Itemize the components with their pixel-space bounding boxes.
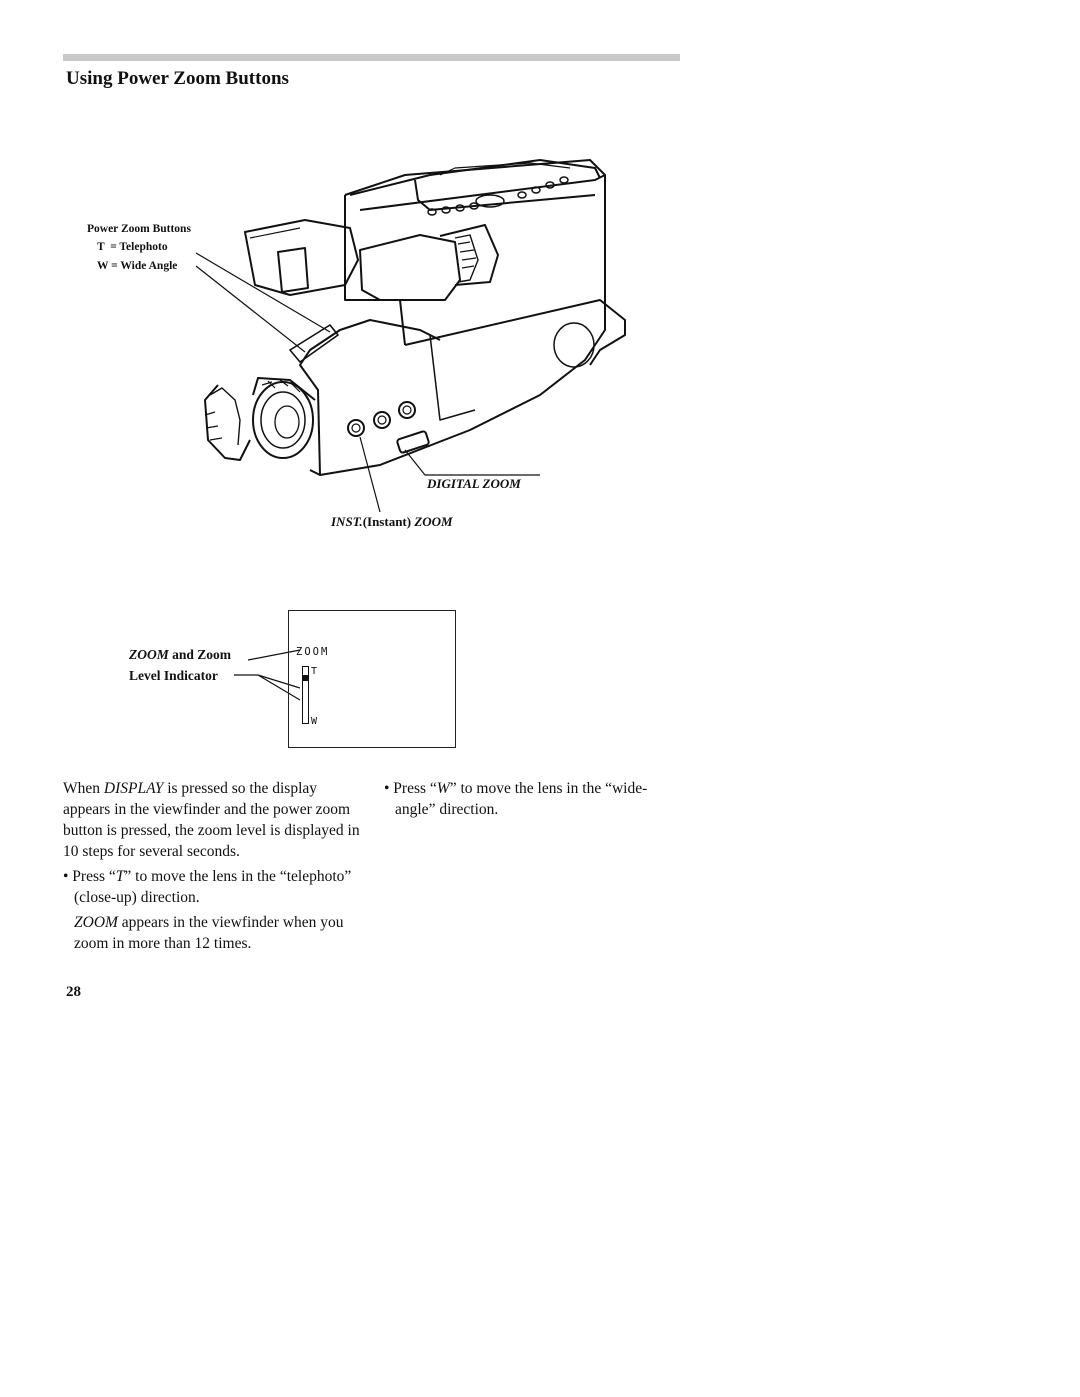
header-rule bbox=[63, 54, 680, 61]
inst-zoom-middle: (Instant) bbox=[362, 514, 412, 529]
left-column: When DISPLAY is pressed so the display a… bbox=[63, 778, 363, 954]
zoom-note-term: ZOOM bbox=[74, 914, 118, 931]
wide-angle-label: W = Wide Angle bbox=[97, 260, 178, 272]
display-term: DISPLAY bbox=[103, 780, 164, 797]
bullet-w-key: W bbox=[436, 780, 450, 797]
viewfinder-zoom-text: ZOOM bbox=[296, 646, 330, 658]
bullet-w-c: ” to move the lens in the “wide-angle” d… bbox=[395, 780, 648, 818]
intro-text-c: is pressed so the display appears in the… bbox=[63, 780, 360, 860]
zoom-note-text: appears in the viewfinder when you zoom … bbox=[74, 914, 344, 952]
bullet-t-a: • Press “ bbox=[63, 868, 116, 885]
telephoto-mark: T bbox=[311, 666, 318, 677]
zoom-level-indicator-label: ZOOM and Zoom Level Indicator bbox=[129, 644, 231, 686]
zoom-label-suffix: and Zoom bbox=[168, 647, 232, 662]
power-zoom-label: Power Zoom Buttons bbox=[87, 223, 191, 235]
inst-zoom-prefix: INST. bbox=[331, 514, 363, 529]
inst-zoom-suffix: ZOOM bbox=[414, 514, 453, 529]
wide-mark: W bbox=[311, 716, 318, 727]
indicator-leader-lines bbox=[234, 649, 301, 701]
page-number: 28 bbox=[66, 984, 81, 1000]
page-title: Using Power Zoom Buttons bbox=[66, 68, 289, 89]
instant-zoom-callout: INST.(Instant) ZOOM bbox=[331, 514, 453, 530]
zoom-note: ZOOM appears in the viewfinder when you … bbox=[63, 912, 363, 954]
telephoto-label: T = Telephoto bbox=[97, 241, 168, 253]
intro-paragraph: When DISPLAY is pressed so the display a… bbox=[63, 778, 363, 862]
viewfinder-screen bbox=[288, 610, 456, 748]
wide-angle-bullet: • Press “W” to move the lens in the “wid… bbox=[384, 778, 654, 820]
digital-zoom-callout: DIGITAL ZOOM bbox=[427, 476, 521, 491]
leader-line-telephoto bbox=[195, 252, 331, 333]
camcorder-illustration bbox=[195, 159, 626, 513]
bullet-w-a: • Press “ bbox=[384, 780, 437, 797]
telephoto-bullet: • Press “T” to move the lens in the “tel… bbox=[63, 866, 363, 908]
bullet-t-key: T bbox=[115, 868, 125, 885]
intro-text-a: When bbox=[63, 780, 104, 797]
bullet-t-c: ” to move the lens in the “telephoto” (c… bbox=[74, 868, 352, 906]
right-column: • Press “W” to move the lens in the “wid… bbox=[384, 778, 654, 824]
leader-line-wide bbox=[195, 265, 306, 353]
zoom-level-bar bbox=[302, 666, 309, 724]
level-indicator-text: Level Indicator bbox=[129, 668, 218, 683]
zoom-label-italic: ZOOM bbox=[129, 647, 169, 662]
zoom-level-marker bbox=[303, 675, 308, 681]
